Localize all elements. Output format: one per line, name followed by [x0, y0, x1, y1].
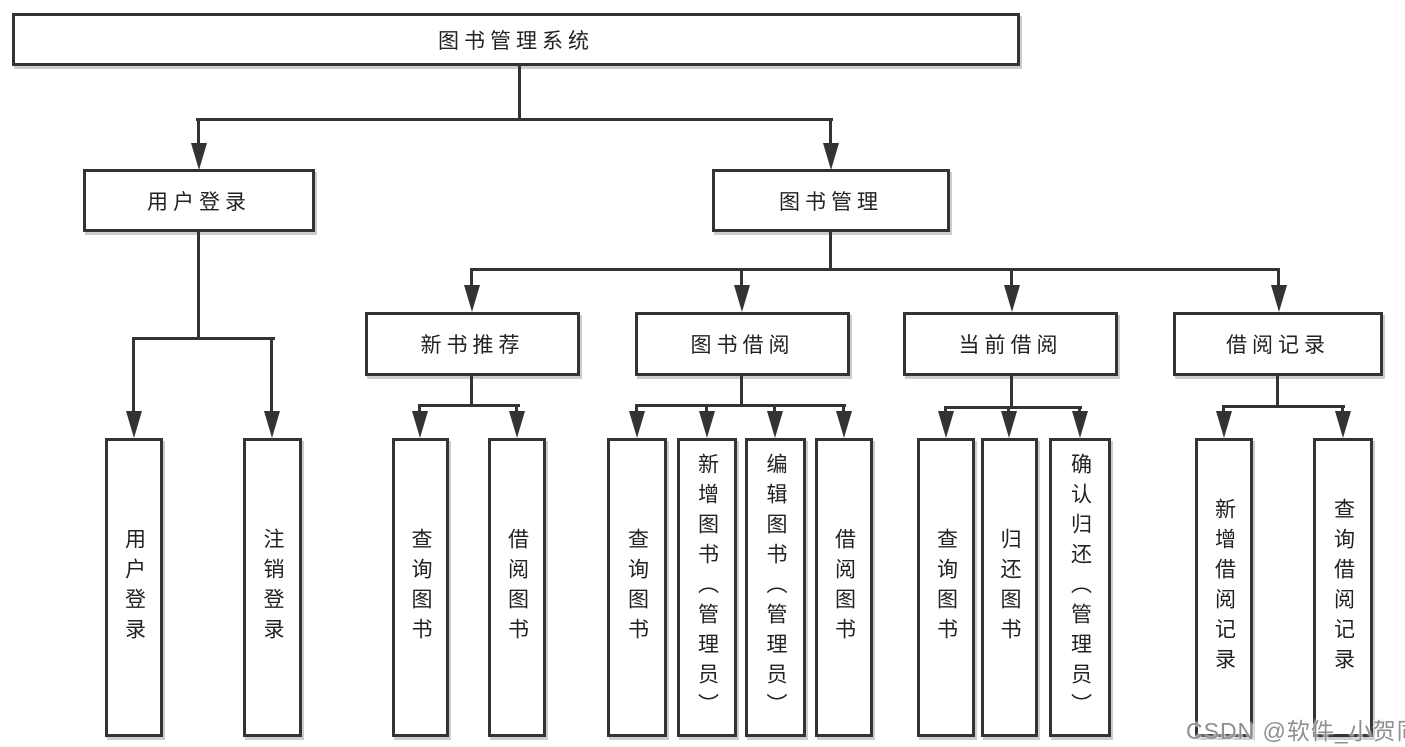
connector-line — [1276, 376, 1279, 408]
connector-line — [740, 376, 743, 407]
connector-line — [829, 232, 832, 271]
connector-line — [944, 406, 1082, 409]
leaf-user-login-label: 用户登录 — [122, 527, 146, 648]
leaf-add-borrow-record: 新增借阅记录 — [1195, 438, 1253, 737]
leaf-borrow-books-newbook-label: 借阅图书 — [505, 527, 529, 648]
arrow-down-icon — [1001, 411, 1017, 438]
arrow-down-icon — [1335, 411, 1351, 438]
node-book-borrow: 图书借阅 — [635, 312, 850, 376]
connector-line — [270, 337, 273, 415]
connector-line — [1277, 268, 1280, 288]
node-user-login-label: 用户登录 — [147, 190, 251, 214]
watermark-text: CSDN @软件_小贺同学 — [1186, 718, 1405, 744]
connector-line — [470, 268, 1280, 271]
node-current-borrow-label: 当前借阅 — [958, 334, 1063, 357]
leaf-query-books-borrow-label: 查询图书 — [625, 527, 649, 648]
leaf-query-borrow-record-label: 查询借阅记录 — [1331, 497, 1355, 678]
connector-line — [518, 64, 521, 121]
leaf-query-borrow-record: 查询借阅记录 — [1313, 438, 1373, 737]
leaf-query-books-newbook: 查询图书 — [392, 438, 449, 737]
arrow-down-icon — [1072, 411, 1088, 438]
leaf-add-book-admin: 新增图书（管理员） — [677, 438, 737, 737]
arrow-down-icon — [509, 411, 525, 438]
connector-line — [418, 404, 421, 414]
leaf-return-books-label: 归还图书 — [998, 527, 1021, 648]
connector-line — [1222, 405, 1225, 414]
arrow-down-icon — [823, 143, 839, 170]
leaf-borrow-books-borrow-label: 借阅图书 — [832, 527, 856, 648]
leaf-return-books: 归还图书 — [981, 438, 1038, 737]
arrow-down-icon — [1004, 285, 1020, 312]
arrow-down-icon — [412, 411, 428, 438]
connector-line — [829, 118, 832, 144]
arrow-down-icon — [699, 411, 715, 438]
leaf-edit-book-admin-label: 编辑图书（管理员） — [764, 452, 787, 723]
node-current-borrow: 当前借阅 — [903, 312, 1118, 376]
arrow-down-icon — [734, 285, 750, 312]
arrow-down-icon — [264, 411, 280, 438]
connector-line — [740, 268, 743, 288]
leaf-query-books-current-label: 查询图书 — [934, 527, 958, 648]
arrow-down-icon — [126, 411, 142, 438]
connector-line — [1010, 268, 1013, 288]
connector-line — [132, 337, 135, 415]
node-library-system: 图书管理系统 — [12, 13, 1020, 66]
connector-line — [705, 404, 708, 414]
connector-line — [773, 404, 776, 414]
connector-line — [515, 404, 518, 414]
connector-line — [1078, 406, 1081, 414]
connector-line — [842, 404, 845, 414]
node-user-login: 用户登录 — [83, 169, 315, 232]
arrow-down-icon — [464, 285, 480, 312]
connector-line — [196, 118, 833, 121]
node-borrow-records-label: 借阅记录 — [1226, 334, 1330, 357]
node-book-management-label: 图书管理 — [779, 190, 883, 214]
connector-line — [1007, 406, 1010, 414]
connector-line — [635, 404, 846, 407]
node-new-book-recommend-label: 新书推荐 — [420, 334, 525, 357]
connector-line — [1222, 405, 1345, 408]
leaf-confirm-return-admin-label: 确认归还（管理员） — [1068, 452, 1092, 723]
connector-line — [944, 406, 947, 414]
connector-line — [1010, 376, 1013, 409]
leaf-query-books-newbook-label: 查询图书 — [409, 527, 432, 648]
connector-line — [197, 232, 200, 340]
connector-line — [470, 268, 473, 288]
leaf-edit-book-admin: 编辑图书（管理员） — [745, 438, 806, 737]
connector-line — [635, 404, 638, 414]
leaf-add-book-admin-label: 新增图书（管理员） — [695, 452, 719, 723]
leaf-borrow-books-newbook: 借阅图书 — [488, 438, 546, 737]
leaf-logout: 注销登录 — [243, 438, 302, 737]
leaf-borrow-books-borrow: 借阅图书 — [815, 438, 873, 737]
arrow-down-icon — [1271, 285, 1287, 312]
arrow-down-icon — [938, 411, 954, 438]
connector-line — [1341, 405, 1344, 414]
node-library-system-label: 图书管理系统 — [438, 29, 594, 53]
node-new-book-recommend: 新书推荐 — [365, 312, 580, 376]
leaf-add-borrow-record-label: 新增借阅记录 — [1212, 497, 1236, 678]
leaf-logout-label: 注销登录 — [261, 527, 284, 648]
leaf-query-books-current: 查询图书 — [917, 438, 975, 737]
node-borrow-records: 借阅记录 — [1173, 312, 1383, 376]
arrow-down-icon — [767, 411, 783, 438]
connector-line — [418, 404, 520, 407]
leaf-query-books-borrow: 查询图书 — [607, 438, 667, 737]
connector-line — [470, 376, 473, 407]
connector-line — [132, 337, 275, 340]
arrow-down-icon — [629, 411, 645, 438]
node-book-management: 图书管理 — [712, 169, 950, 232]
connector-line — [197, 118, 200, 144]
arrow-down-icon — [836, 411, 852, 438]
arrow-down-icon — [191, 143, 207, 170]
arrow-down-icon — [1216, 411, 1232, 438]
leaf-confirm-return-admin: 确认归还（管理员） — [1049, 438, 1111, 737]
node-book-borrow-label: 图书借阅 — [690, 334, 795, 357]
leaf-user-login: 用户登录 — [105, 438, 163, 737]
